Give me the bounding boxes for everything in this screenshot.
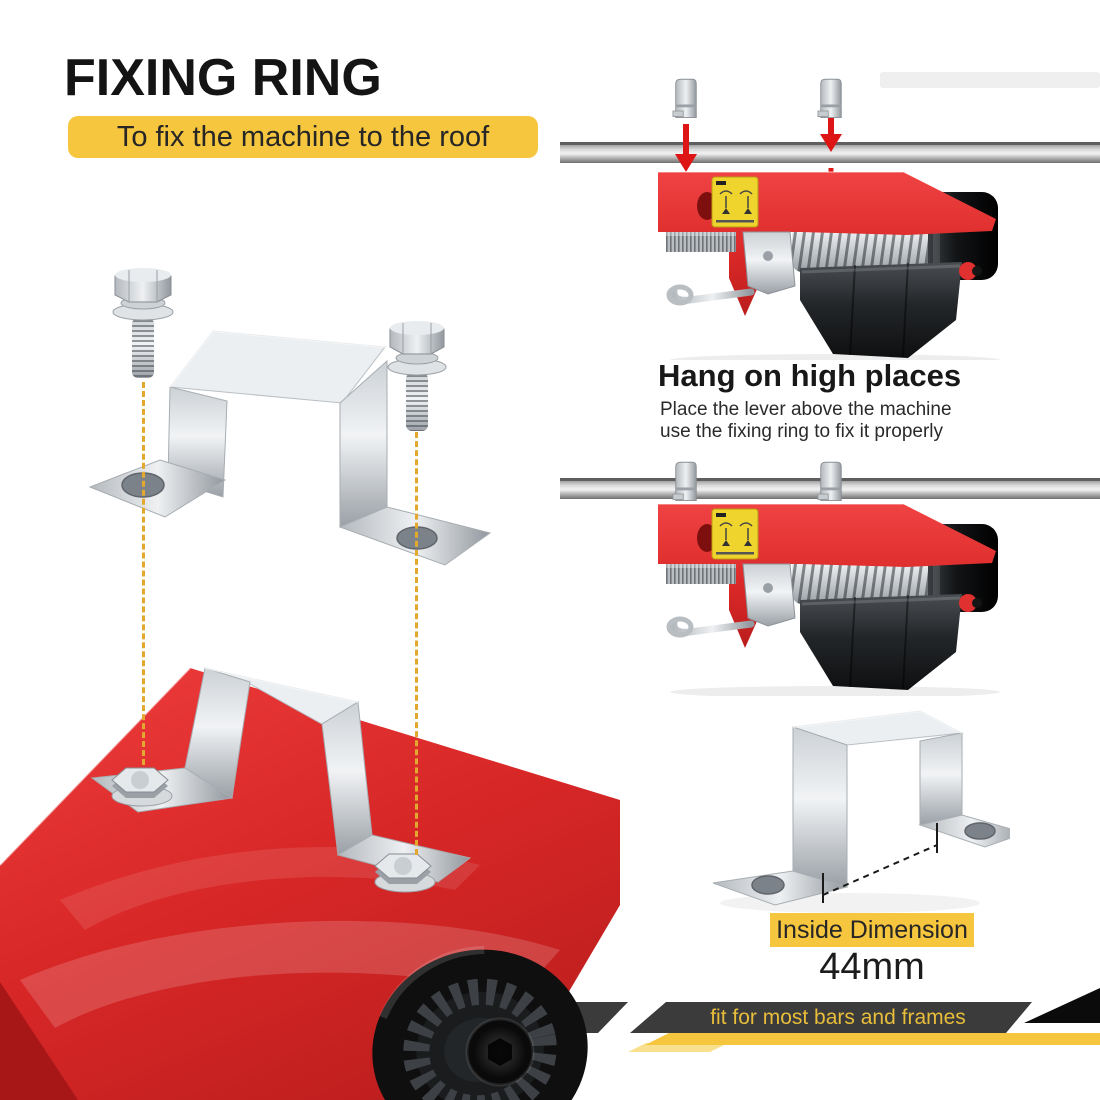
bracket-left-hole [751, 875, 785, 895]
bolt-right-installed [374, 853, 436, 893]
subtitle-text: To fix the machine to the roof [116, 120, 490, 153]
bolt-left-installed [111, 767, 173, 807]
dimension-bracket [712, 709, 1010, 906]
subtitle-banner: To fix the machine to the roof [68, 116, 538, 158]
footer-stripe-tail [628, 1043, 728, 1052]
hang-section-line2: use the fixing ring to fix it properly [660, 421, 944, 442]
hoist-machine [658, 172, 1000, 360]
hoist-machine [658, 504, 1000, 696]
fixing-ring-with-bolts-illustration [88, 268, 492, 566]
clip-right [817, 78, 842, 118]
inside-dimension-text: Inside Dimension [776, 915, 968, 944]
footer-black-triangle [1024, 988, 1100, 1023]
bolt-right [387, 321, 447, 431]
hoist-hanging-diagram-2 [560, 461, 1100, 696]
inside-dimension-label: Inside Dimension [770, 913, 974, 947]
alignment-dashed-line-right [415, 432, 418, 855]
inside-dimension-value: 44mm [819, 946, 925, 988]
footer-yellow-stripe [645, 1033, 1100, 1045]
bar-shadow [880, 72, 1100, 88]
machine-oil-plug [465, 1017, 535, 1087]
footer-band: fit for most bars and frames [630, 1002, 1032, 1033]
bracket-dimension-photo [712, 709, 1010, 913]
page-title: FIXING RING [64, 49, 382, 107]
footer-banner-text: fit for most bars and frames [710, 1005, 966, 1029]
hang-section-line1: Place the lever above the machine [660, 399, 952, 420]
hang-section-heading: Hang on high places [658, 358, 962, 393]
clip-left-mounted [672, 461, 697, 502]
bracket-right-hole [964, 822, 996, 840]
clip-left [672, 78, 697, 118]
hoist-hanging-diagram-1 [560, 72, 1100, 360]
dimension-line [822, 823, 938, 903]
bolt-left [112, 268, 174, 378]
clip-right-mounted [817, 461, 842, 502]
alignment-dashed-line-left [142, 382, 145, 765]
machine-top-with-bracket-photo [0, 667, 620, 1100]
